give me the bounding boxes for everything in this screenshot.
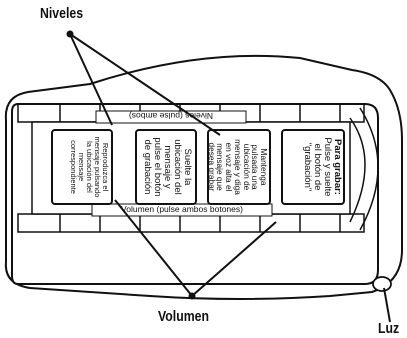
button-4-text: Para grabar: Pulse y suelte el botón de … [302, 134, 343, 200]
record-button[interactable] [281, 129, 345, 205]
volumen-callout-label: Volumen [158, 308, 210, 325]
top-label-frame [95, 110, 247, 124]
right-end-bevel [349, 107, 379, 231]
button-1-text: Reproduzca el mensaje pulsando la ubicac… [69, 136, 111, 198]
luz-callout-label: Luz [378, 320, 400, 337]
message-button-1[interactable] [51, 129, 113, 205]
bottom-volume-label: Volumen (pulse ambos botones) [121, 204, 243, 214]
button-3-text: Mantenga pulsada una ubicación de mensaj… [206, 139, 269, 195]
record-instruction-title: Para grabar: [332, 139, 343, 195]
light-indicator [372, 276, 392, 292]
top-volume-label: Niveles (pulse ambos) [128, 110, 214, 121]
message-button-3[interactable] [207, 129, 271, 205]
volumen-callout-dot [188, 292, 196, 300]
record-instruction-text: Pulse y suelte el botón de "grabación" [302, 137, 334, 197]
button-2-text: Suelte la ubicación del mensaje y pulse … [142, 137, 193, 197]
message-button-2[interactable] [135, 129, 197, 205]
niveles-callout-dot [66, 30, 74, 38]
callout-lines [69, 33, 391, 323]
niveles-callout-label: Niveles [40, 5, 84, 22]
